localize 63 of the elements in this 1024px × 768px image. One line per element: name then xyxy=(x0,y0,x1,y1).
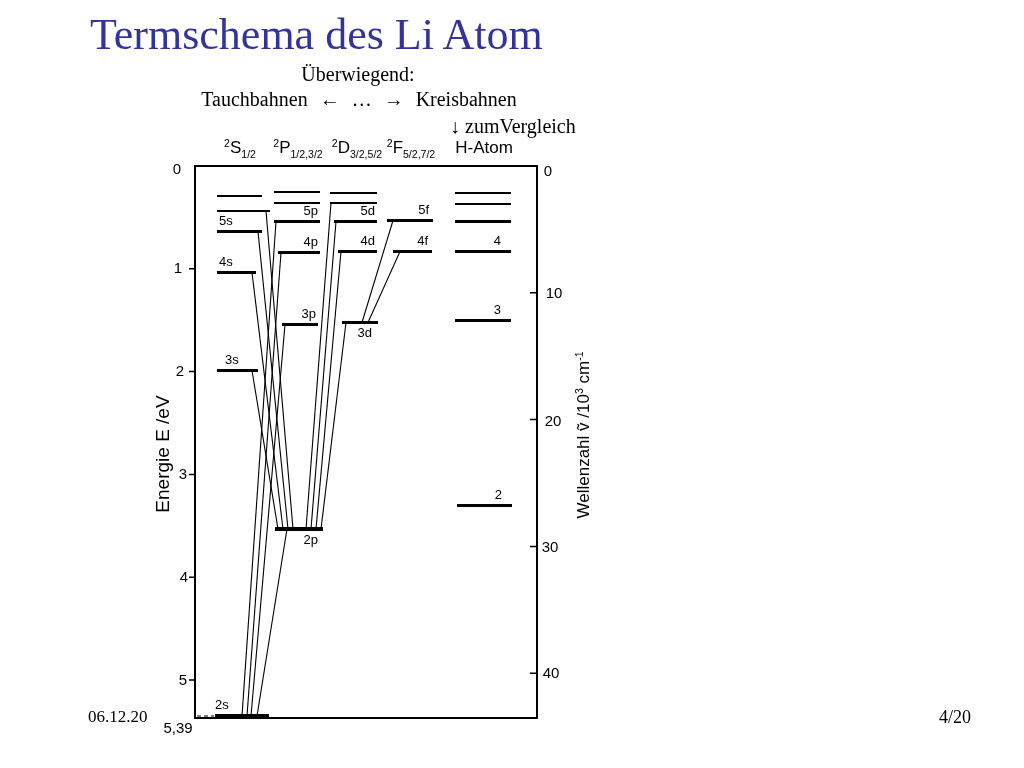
energy-level: 4 xyxy=(455,234,511,253)
transition-line xyxy=(361,219,394,324)
transition-line xyxy=(367,250,401,324)
energy-level-line xyxy=(330,202,377,204)
transition-line xyxy=(320,321,347,530)
page-number: 4/20 xyxy=(939,706,971,728)
transition-line xyxy=(257,230,289,530)
energy-level-line xyxy=(330,192,377,194)
transition-line xyxy=(315,250,342,530)
column-header: $^{2}$D$_{3/2,5/2}$ xyxy=(331,138,383,158)
tick-label: 5 xyxy=(178,671,188,689)
tick-label: 0 xyxy=(172,160,182,178)
column-header: $^{2}$S$_{1/2}$ xyxy=(224,138,256,158)
energy-level: 2s xyxy=(215,698,269,718)
energy-level-line xyxy=(455,203,511,205)
transition-line xyxy=(246,251,282,717)
energy-level: 4d xyxy=(338,234,377,253)
tick-label: 20 xyxy=(544,412,562,430)
tick-label: 0 xyxy=(543,162,553,180)
transition-line xyxy=(251,271,284,530)
tick-label: 10 xyxy=(545,284,563,302)
energy-level: 4s xyxy=(217,255,256,274)
tick-label: 4 xyxy=(179,568,189,586)
tick-label: 40 xyxy=(542,664,560,682)
axis-title: Energie E /eV xyxy=(152,395,174,513)
energy-level: 3 xyxy=(455,303,511,322)
transition-line xyxy=(251,369,279,530)
energy-level: 5f xyxy=(387,203,433,222)
energy-level: 4p xyxy=(278,235,320,254)
energy-level-line xyxy=(455,220,511,223)
energy-level: 3s xyxy=(217,353,258,372)
energy-level: 5d xyxy=(334,204,377,223)
energy-level: 3p xyxy=(282,307,318,326)
tick-label: 5,39 xyxy=(163,719,193,737)
energy-level: 4f xyxy=(393,234,432,253)
energy-level-line xyxy=(217,210,270,212)
transition-line xyxy=(256,528,288,717)
transition-line xyxy=(265,210,294,530)
tick-label: 30 xyxy=(541,538,559,556)
tick-label: 1 xyxy=(173,259,183,277)
energy-level-line xyxy=(274,202,320,204)
transition-line xyxy=(310,220,337,530)
annotation-text: Tauchbahnen ← … → Kreisbahnen xyxy=(201,87,517,111)
annotation-text: Überwiegend: xyxy=(301,62,415,86)
energy-level: 5s xyxy=(217,214,262,233)
transition-line xyxy=(241,220,277,717)
tick-label: 3 xyxy=(178,465,188,483)
column-header: H-Atom xyxy=(455,138,513,158)
energy-level: 3d xyxy=(342,321,378,340)
energy-level: 2p xyxy=(275,527,323,547)
energy-level: 5p xyxy=(274,204,320,223)
transition-line xyxy=(250,323,286,717)
slide-title: Termschema des Li Atom xyxy=(90,10,543,61)
energy-level: 2 xyxy=(457,488,512,507)
transition-line xyxy=(305,202,332,530)
column-header: $^{2}$P$_{1/2,3/2}$ xyxy=(273,138,323,158)
date-text: 06.12.20 xyxy=(88,707,148,727)
annotation-text: ↓ zumVergleich xyxy=(450,114,576,138)
energy-level-line xyxy=(455,192,511,194)
tick-label: 2 xyxy=(175,362,185,380)
energy-level-line xyxy=(274,191,320,193)
energy-level-line xyxy=(217,195,262,197)
column-header: $^{2}$F$_{5/2,7/2}$ xyxy=(386,138,436,158)
